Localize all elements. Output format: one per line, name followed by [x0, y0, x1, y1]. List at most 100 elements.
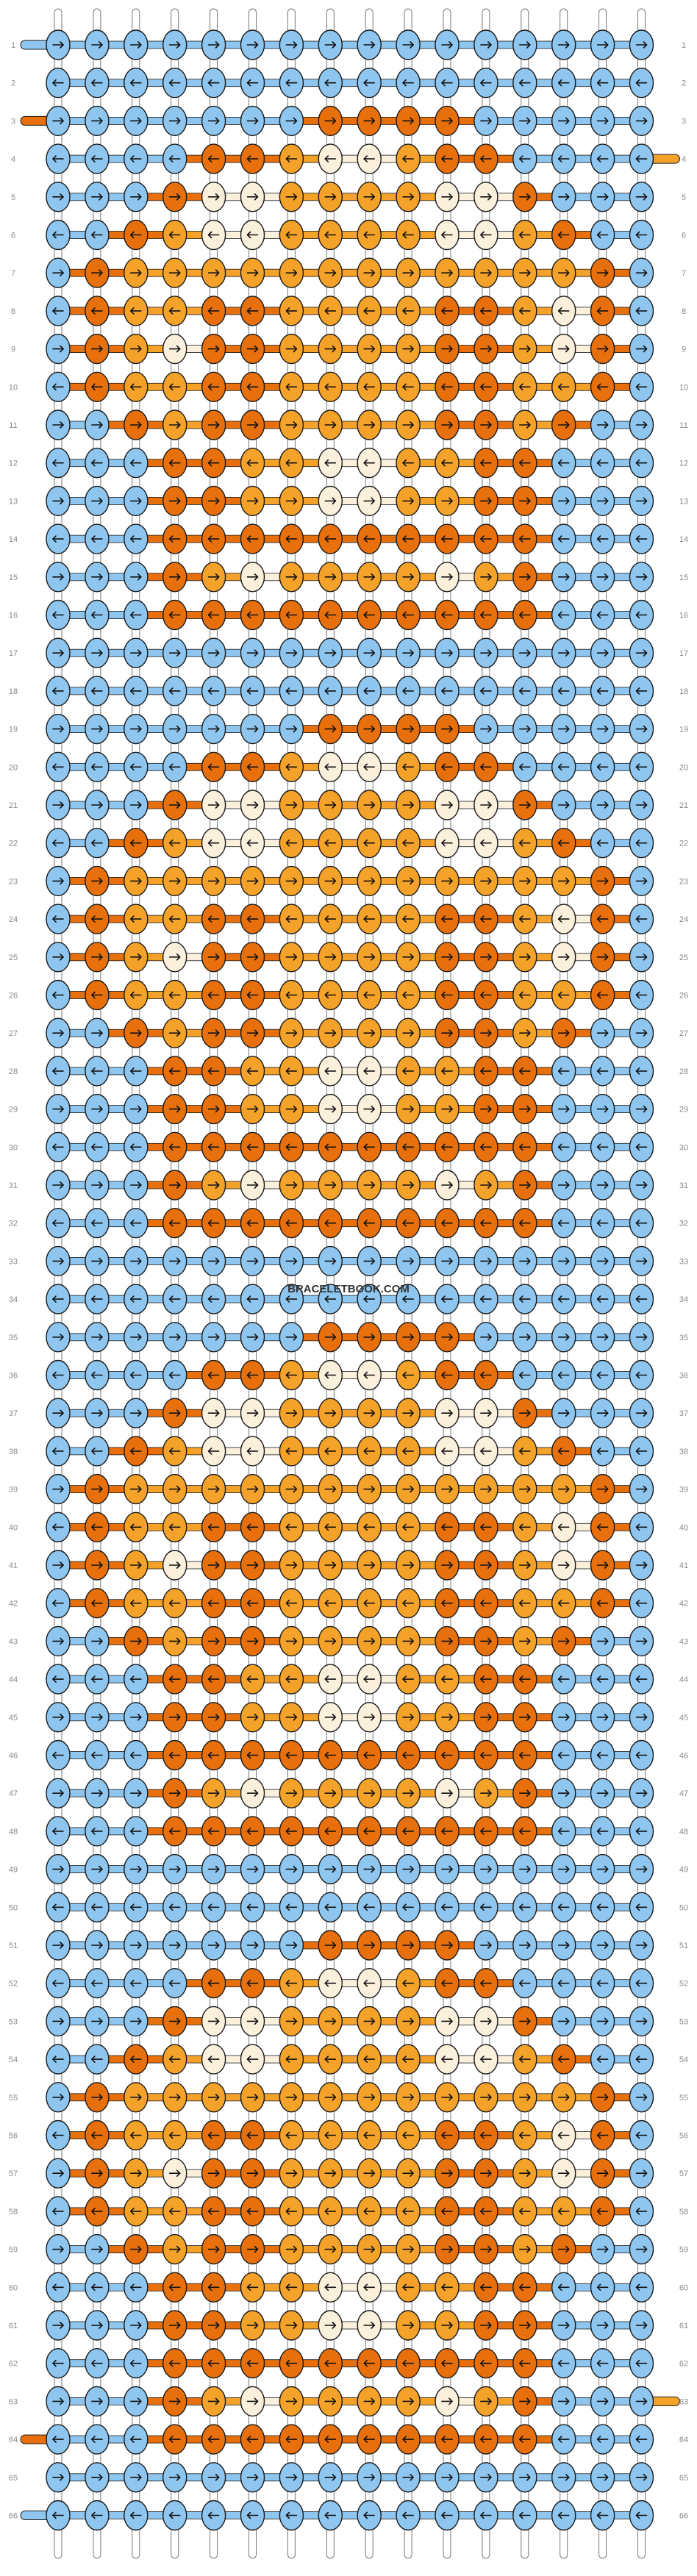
- knot: [162, 1245, 187, 1277]
- knot: [551, 751, 576, 783]
- knot: [279, 409, 304, 440]
- row-number-right: 44: [679, 1675, 688, 1684]
- knot: [46, 904, 71, 934]
- knot: [551, 2424, 576, 2455]
- knot: [357, 1587, 382, 1619]
- knot: [435, 485, 460, 517]
- knot: [551, 182, 576, 212]
- knot: [124, 713, 149, 745]
- knot: [318, 2424, 343, 2455]
- knot: [551, 448, 576, 479]
- knot: [512, 105, 537, 137]
- knot: [240, 676, 265, 706]
- knot: [318, 296, 343, 326]
- knot: [473, 2424, 498, 2455]
- knot: [162, 1625, 187, 1657]
- knot: [201, 1245, 226, 1277]
- knot: [46, 2158, 71, 2189]
- row-number-left: 30: [9, 1143, 18, 1152]
- knot: [629, 2044, 654, 2075]
- knot: [590, 1322, 615, 1353]
- knot: [279, 2462, 304, 2493]
- knot: [551, 1550, 576, 1581]
- knot: [279, 2196, 304, 2227]
- knot: [473, 865, 498, 897]
- knot: [318, 1170, 343, 1201]
- knot: [85, 2500, 110, 2531]
- knot: [629, 1892, 654, 1923]
- row-number-right: 43: [679, 1637, 688, 1646]
- knot: [473, 676, 498, 706]
- row-number-left: 3: [11, 117, 15, 126]
- knot: [46, 2119, 71, 2151]
- knot: [85, 713, 110, 745]
- knot: [85, 562, 110, 593]
- knot: [473, 219, 498, 251]
- row-number-left: 4: [11, 155, 15, 164]
- knot: [357, 257, 382, 288]
- knot: [629, 2233, 654, 2265]
- knot: [124, 1284, 149, 1314]
- knot: [279, 676, 304, 706]
- knot: [551, 2500, 576, 2531]
- knot: [124, 1930, 149, 1961]
- knot: [124, 1511, 149, 1543]
- knot: [46, 2462, 71, 2493]
- knot: [279, 2119, 304, 2151]
- knot: [85, 637, 110, 668]
- knot: [590, 485, 615, 517]
- knot: [512, 751, 537, 783]
- knot: [85, 865, 110, 897]
- knot: [357, 1359, 382, 1391]
- knot: [201, 713, 226, 745]
- knot: [46, 1550, 71, 1581]
- knot: [512, 1625, 537, 1657]
- knot: [85, 1359, 110, 1391]
- knot: [124, 2500, 149, 2531]
- knot: [162, 2158, 187, 2189]
- row-number-right: 32: [679, 1220, 688, 1228]
- knot: [357, 143, 382, 174]
- knot: [590, 1207, 615, 1239]
- knot: [46, 67, 71, 99]
- knot: [124, 751, 149, 783]
- row-number-left: 61: [9, 2322, 18, 2330]
- knot: [512, 1816, 537, 1847]
- knot: [629, 67, 654, 99]
- knot: [435, 2006, 460, 2037]
- knot: [512, 2044, 537, 2075]
- knot: [318, 1587, 343, 1619]
- knot: [162, 904, 187, 934]
- knot: [240, 790, 265, 820]
- knot: [85, 790, 110, 820]
- row-number-left: 51: [9, 1942, 18, 1950]
- knot: [357, 2006, 382, 2037]
- knot: [551, 371, 576, 402]
- knot: [279, 1131, 304, 1163]
- knot: [124, 182, 149, 212]
- knot: [201, 1017, 226, 1048]
- knot: [396, 1511, 421, 1543]
- row-number-right: 66: [679, 2512, 688, 2521]
- knot: [551, 1017, 576, 1048]
- row-number-left: 29: [9, 1106, 18, 1115]
- knot: [551, 1625, 576, 1657]
- knot: [240, 827, 265, 859]
- knot: [201, 1664, 226, 1695]
- knot: [435, 182, 460, 212]
- knot: [590, 2462, 615, 2493]
- knot: [85, 827, 110, 859]
- knot: [201, 333, 226, 365]
- knot: [551, 1816, 576, 1847]
- knot: [473, 1245, 498, 1277]
- knot: [85, 1170, 110, 1201]
- knot: [279, 637, 304, 668]
- knot: [279, 1436, 304, 1467]
- knot: [85, 257, 110, 288]
- knot: [357, 2082, 382, 2113]
- knot: [512, 562, 537, 593]
- knot: [201, 1359, 226, 1391]
- knot: [551, 296, 576, 326]
- row-number-right: 17: [679, 649, 688, 658]
- knot: [512, 1056, 537, 1087]
